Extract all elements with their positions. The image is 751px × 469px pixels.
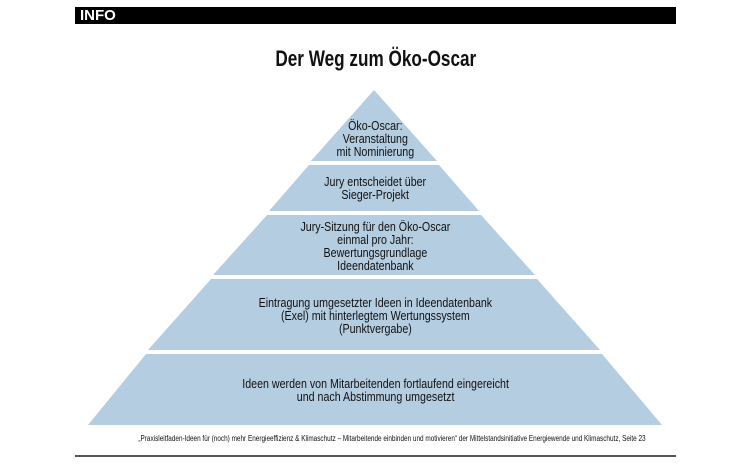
level-4-text: Eintragung umgesetzter Ideen in Ideendat… (258, 295, 493, 336)
pyramid-level-2 (269, 165, 479, 211)
info-label: INFO (80, 7, 116, 24)
level-5-text: Ideen werden von Mitarbeitenden fortlauf… (242, 376, 509, 404)
pyramid-level-3 (213, 215, 535, 275)
level-2-label: Jury entscheidet über Sieger-Projekt (0, 175, 751, 201)
info-header-bar: INFO (75, 7, 676, 24)
pyramid-level-4 (148, 279, 600, 350)
source-citation: „Praxisleitfaden-Ideen für (noch) mehr E… (75, 434, 676, 443)
level-5-label: Ideen werden von Mitarbeitenden fortlauf… (0, 377, 751, 403)
title-text: Der Weg zum Öko-Oscar (275, 46, 476, 71)
source-text: „Praxisleitfaden-Ideen für (noch) mehr E… (138, 434, 646, 443)
level-1-text: Öko-Oscar: Veranstaltung mit Nominierung (336, 118, 415, 159)
level-3-label: Jury-Sitzung für den Öko-Oscar einmal pr… (0, 220, 751, 272)
level-4-label: Eintragung umgesetzter Ideen in Ideendat… (0, 296, 751, 335)
level-3-text: Jury-Sitzung für den Öko-Oscar einmal pr… (300, 219, 451, 273)
bottom-divider (75, 455, 676, 457)
page-title: Der Weg zum Öko-Oscar (0, 46, 751, 72)
level-2-text: Jury entscheidet über Sieger-Projekt (324, 174, 427, 202)
pyramid-level-1 (311, 90, 437, 161)
level-1-label: Öko-Oscar: Veranstaltung mit Nominierung (0, 119, 751, 158)
pyramid-level-5 (88, 354, 662, 425)
